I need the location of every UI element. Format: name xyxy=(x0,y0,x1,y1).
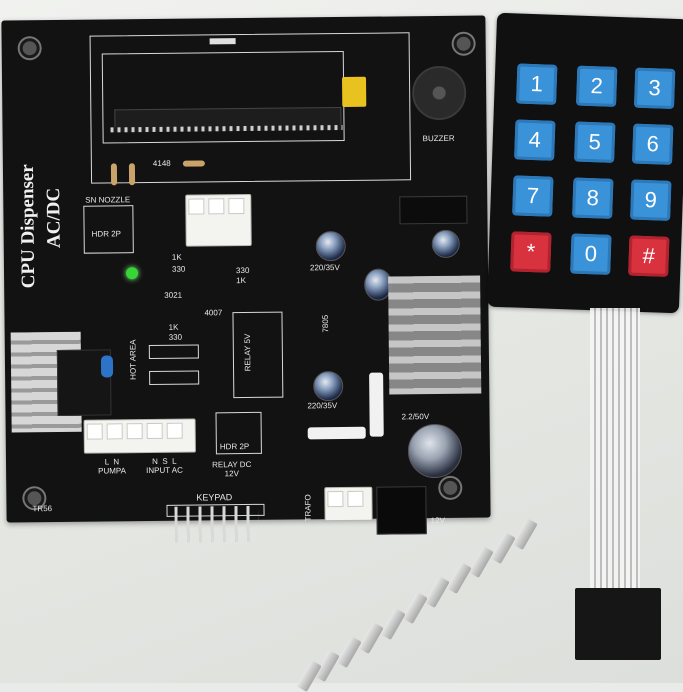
electrolytic-capacitor xyxy=(315,230,346,262)
hot-area-label: HOT AREA xyxy=(128,339,138,380)
mount-hole xyxy=(19,38,40,59)
white-connector-top xyxy=(185,193,252,247)
blue-capacitor xyxy=(100,355,114,378)
relay-5v-outline xyxy=(232,311,284,399)
pumpa-label: L N PUMPA xyxy=(98,457,127,476)
resistor xyxy=(110,163,118,186)
key-3[interactable]: 3 xyxy=(633,67,676,109)
crimp-pin xyxy=(512,518,538,550)
key-1[interactable]: 1 xyxy=(516,63,558,105)
res-label: 330 xyxy=(168,332,183,342)
mount-hole xyxy=(453,33,474,54)
crimp-pin xyxy=(424,576,450,608)
resistor xyxy=(128,163,136,186)
nozzle-label: SN NOZZLE xyxy=(85,195,131,205)
diode-label: 4148 xyxy=(152,158,171,168)
key-0[interactable]: 0 xyxy=(570,233,612,275)
crystal-capacitor xyxy=(341,76,367,107)
electrolytic-capacitor xyxy=(313,370,344,402)
key-6[interactable]: 6 xyxy=(632,123,674,165)
keypad-header-connector xyxy=(575,588,661,660)
keypad-pins xyxy=(174,505,259,543)
board-subtitle: AC/DC xyxy=(43,187,65,249)
key-5[interactable]: 5 xyxy=(574,121,616,163)
mount-hole xyxy=(440,477,461,498)
header-socket xyxy=(399,195,468,225)
keypad-label: KEYPAD xyxy=(196,492,233,503)
crimp-pin xyxy=(490,532,516,564)
component-outline xyxy=(149,370,200,386)
loose-crimp-pins xyxy=(290,518,590,692)
trafo-connector xyxy=(324,486,373,522)
power-resistor xyxy=(307,426,366,440)
cap-label: 220/35V xyxy=(309,263,340,273)
crimp-pin xyxy=(380,608,406,640)
cap-label: 2.2/50V xyxy=(401,412,430,422)
membrane-keypad: 1 2 3 4 5 6 7 8 9 * 0 # xyxy=(486,12,683,314)
relay-dc-label: RELAY DC 12V xyxy=(212,459,252,479)
hdr-bottom-label: HDR 2P xyxy=(219,441,250,452)
res-label: 330 xyxy=(171,264,186,274)
pump-input-connector xyxy=(83,418,196,454)
key-7[interactable]: 7 xyxy=(512,175,554,217)
buzzer-label: BUZZER xyxy=(422,133,455,144)
relay5v-label: RELAY 5V xyxy=(242,333,253,372)
key-2[interactable]: 2 xyxy=(575,65,618,107)
key-star[interactable]: * xyxy=(510,231,552,273)
key-4[interactable]: 4 xyxy=(514,119,556,161)
electrolytic-capacitor xyxy=(431,229,460,259)
heatsink-right xyxy=(388,275,482,395)
crimp-pin xyxy=(336,636,362,668)
cap-label: 220/35V xyxy=(307,401,338,411)
component-outline xyxy=(148,344,199,360)
res-label: 1K xyxy=(236,276,246,286)
optotriac-label: 3021 xyxy=(164,290,183,300)
lcd-connector xyxy=(209,38,236,45)
diode2-label: 4007 xyxy=(204,308,223,318)
input-ac-label: N S L INPUT AC xyxy=(146,456,183,476)
crimp-pin xyxy=(468,546,494,578)
trafo-label: TRAFO xyxy=(303,494,313,522)
large-capacitor xyxy=(407,423,463,479)
pcb-board: BUZZER CPU Dispenser AC/DC SN NOZZLE HDR… xyxy=(1,15,491,543)
key-hash[interactable]: # xyxy=(628,235,670,277)
tr56-label: TR56 xyxy=(32,504,53,514)
power-resistor xyxy=(369,372,384,437)
green-led xyxy=(125,267,139,280)
resistor xyxy=(182,160,205,167)
crimp-pin xyxy=(446,562,472,594)
res-label: 330 xyxy=(235,265,250,276)
crimp-pin xyxy=(402,592,428,624)
buzzer xyxy=(411,65,467,121)
hdr-top-label: HDR 2P xyxy=(91,229,122,239)
keypad-ribbon-cable xyxy=(590,308,640,598)
res-label: 1K xyxy=(171,252,182,262)
key-9[interactable]: 9 xyxy=(630,179,672,221)
key-8[interactable]: 8 xyxy=(572,177,614,219)
board-title: CPU Dispenser xyxy=(16,164,40,289)
crimp-pin xyxy=(358,622,384,654)
res-label: 1K xyxy=(168,322,179,332)
regulator-label: 7805 xyxy=(320,314,331,333)
